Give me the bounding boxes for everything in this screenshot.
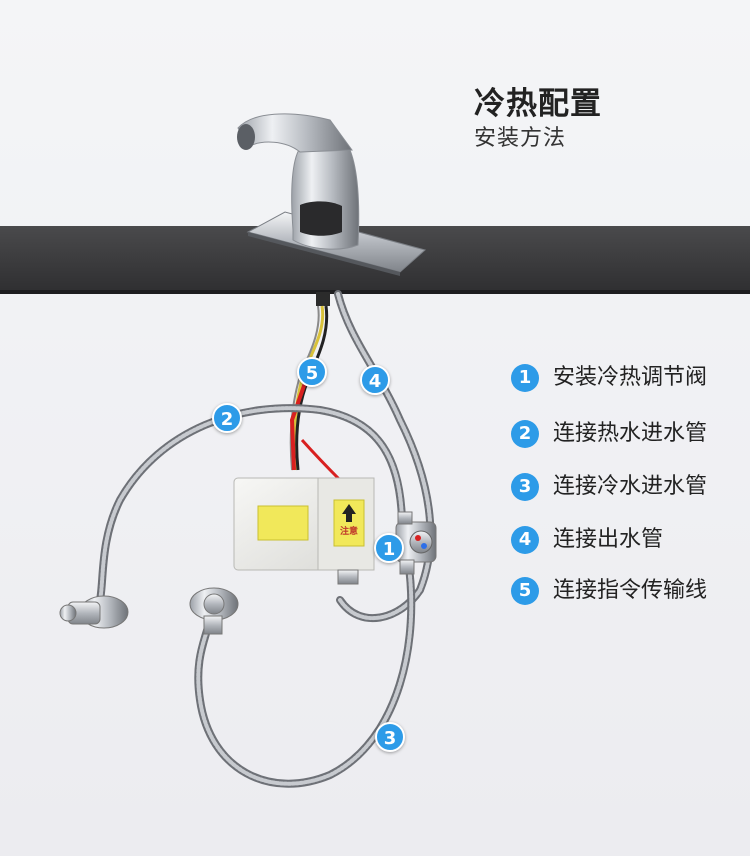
legend-item-4: 4 连接出水管 xyxy=(511,526,750,556)
legend-badge: 3 xyxy=(511,473,539,501)
angle-valve-hot xyxy=(59,595,129,629)
angle-valve-cold xyxy=(189,587,239,635)
hoses xyxy=(96,290,435,788)
marker-4: 4 xyxy=(360,365,390,395)
legend-item-2: 2 连接热水进水管 xyxy=(511,420,750,450)
marker-1: 1 xyxy=(374,533,404,563)
marker-3: 3 xyxy=(375,722,405,752)
box-notice-label: 注意 xyxy=(340,525,358,537)
legend-label: 连接冷水进水管 xyxy=(553,474,708,499)
legend-badge: 2 xyxy=(511,420,539,448)
legend-badge: 4 xyxy=(511,526,539,554)
legend-item-5: 5 连接指令传输线 xyxy=(511,577,750,607)
page-title: 冷热配置 xyxy=(474,86,602,122)
legend-label: 连接指令传输线 xyxy=(553,578,708,603)
countertop-edge xyxy=(0,290,750,294)
control-box: 注意 xyxy=(233,477,375,585)
faucet xyxy=(237,113,427,276)
legend-label: 安装冷热调节阀 xyxy=(553,365,708,390)
legend-badge: 5 xyxy=(511,577,539,605)
legend-item-1: 1 安装冷热调节阀 xyxy=(511,364,750,394)
legend-badge: 1 xyxy=(511,364,539,392)
legend-item-3: 3 连接冷水进水管 xyxy=(511,473,750,503)
legend-label: 连接热水进水管 xyxy=(553,421,708,446)
marker-2: 2 xyxy=(212,403,242,433)
legend-label: 连接出水管 xyxy=(553,527,664,552)
marker-5: 5 xyxy=(297,357,327,387)
page-subtitle: 安装方法 xyxy=(474,126,567,151)
